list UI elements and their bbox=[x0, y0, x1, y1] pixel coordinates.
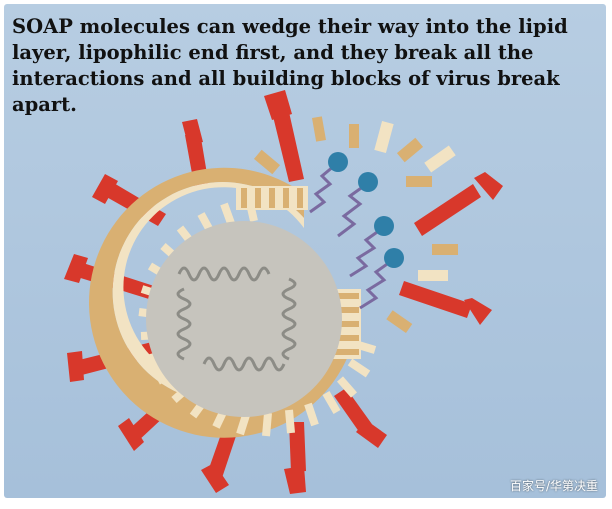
spike-protein-icon bbox=[399, 281, 492, 325]
membrane-fragment-icon bbox=[396, 137, 424, 163]
membrane-fragment-icon bbox=[418, 270, 448, 281]
source-watermark: 百家号/华第决重 bbox=[509, 479, 598, 493]
diagram-frame: SOAP molecules can wedge their way into … bbox=[4, 4, 606, 498]
membrane-fragments bbox=[253, 116, 458, 333]
soap-molecules bbox=[309, 152, 404, 310]
membrane-fragment-icon bbox=[386, 310, 413, 333]
spike-protein-icon bbox=[334, 388, 387, 448]
soap-molecule-icon bbox=[309, 152, 348, 214]
spike-protein-icon bbox=[201, 420, 240, 493]
virus-core bbox=[146, 221, 342, 417]
spike-protein-icon bbox=[284, 422, 306, 494]
membrane-fragment-icon bbox=[432, 244, 458, 255]
spike-protein-icon bbox=[264, 90, 304, 182]
spike-protein-icon bbox=[414, 172, 503, 236]
membrane-fragment-icon bbox=[406, 176, 432, 187]
soap-molecule-icon bbox=[349, 216, 394, 278]
membrane-fragment-icon bbox=[349, 124, 359, 148]
diagram-caption: SOAP molecules can wedge their way into … bbox=[12, 15, 568, 116]
membrane-fragment-icon bbox=[311, 116, 327, 142]
virus-diagram bbox=[64, 90, 503, 494]
rna-strand bbox=[176, 266, 297, 372]
membrane-fragment-icon bbox=[374, 120, 394, 154]
soap-molecule-icon bbox=[359, 248, 404, 310]
membrane-fragment-icon bbox=[253, 149, 281, 175]
membrane-fragment-icon bbox=[424, 145, 456, 173]
soap-molecule-icon bbox=[337, 172, 378, 238]
